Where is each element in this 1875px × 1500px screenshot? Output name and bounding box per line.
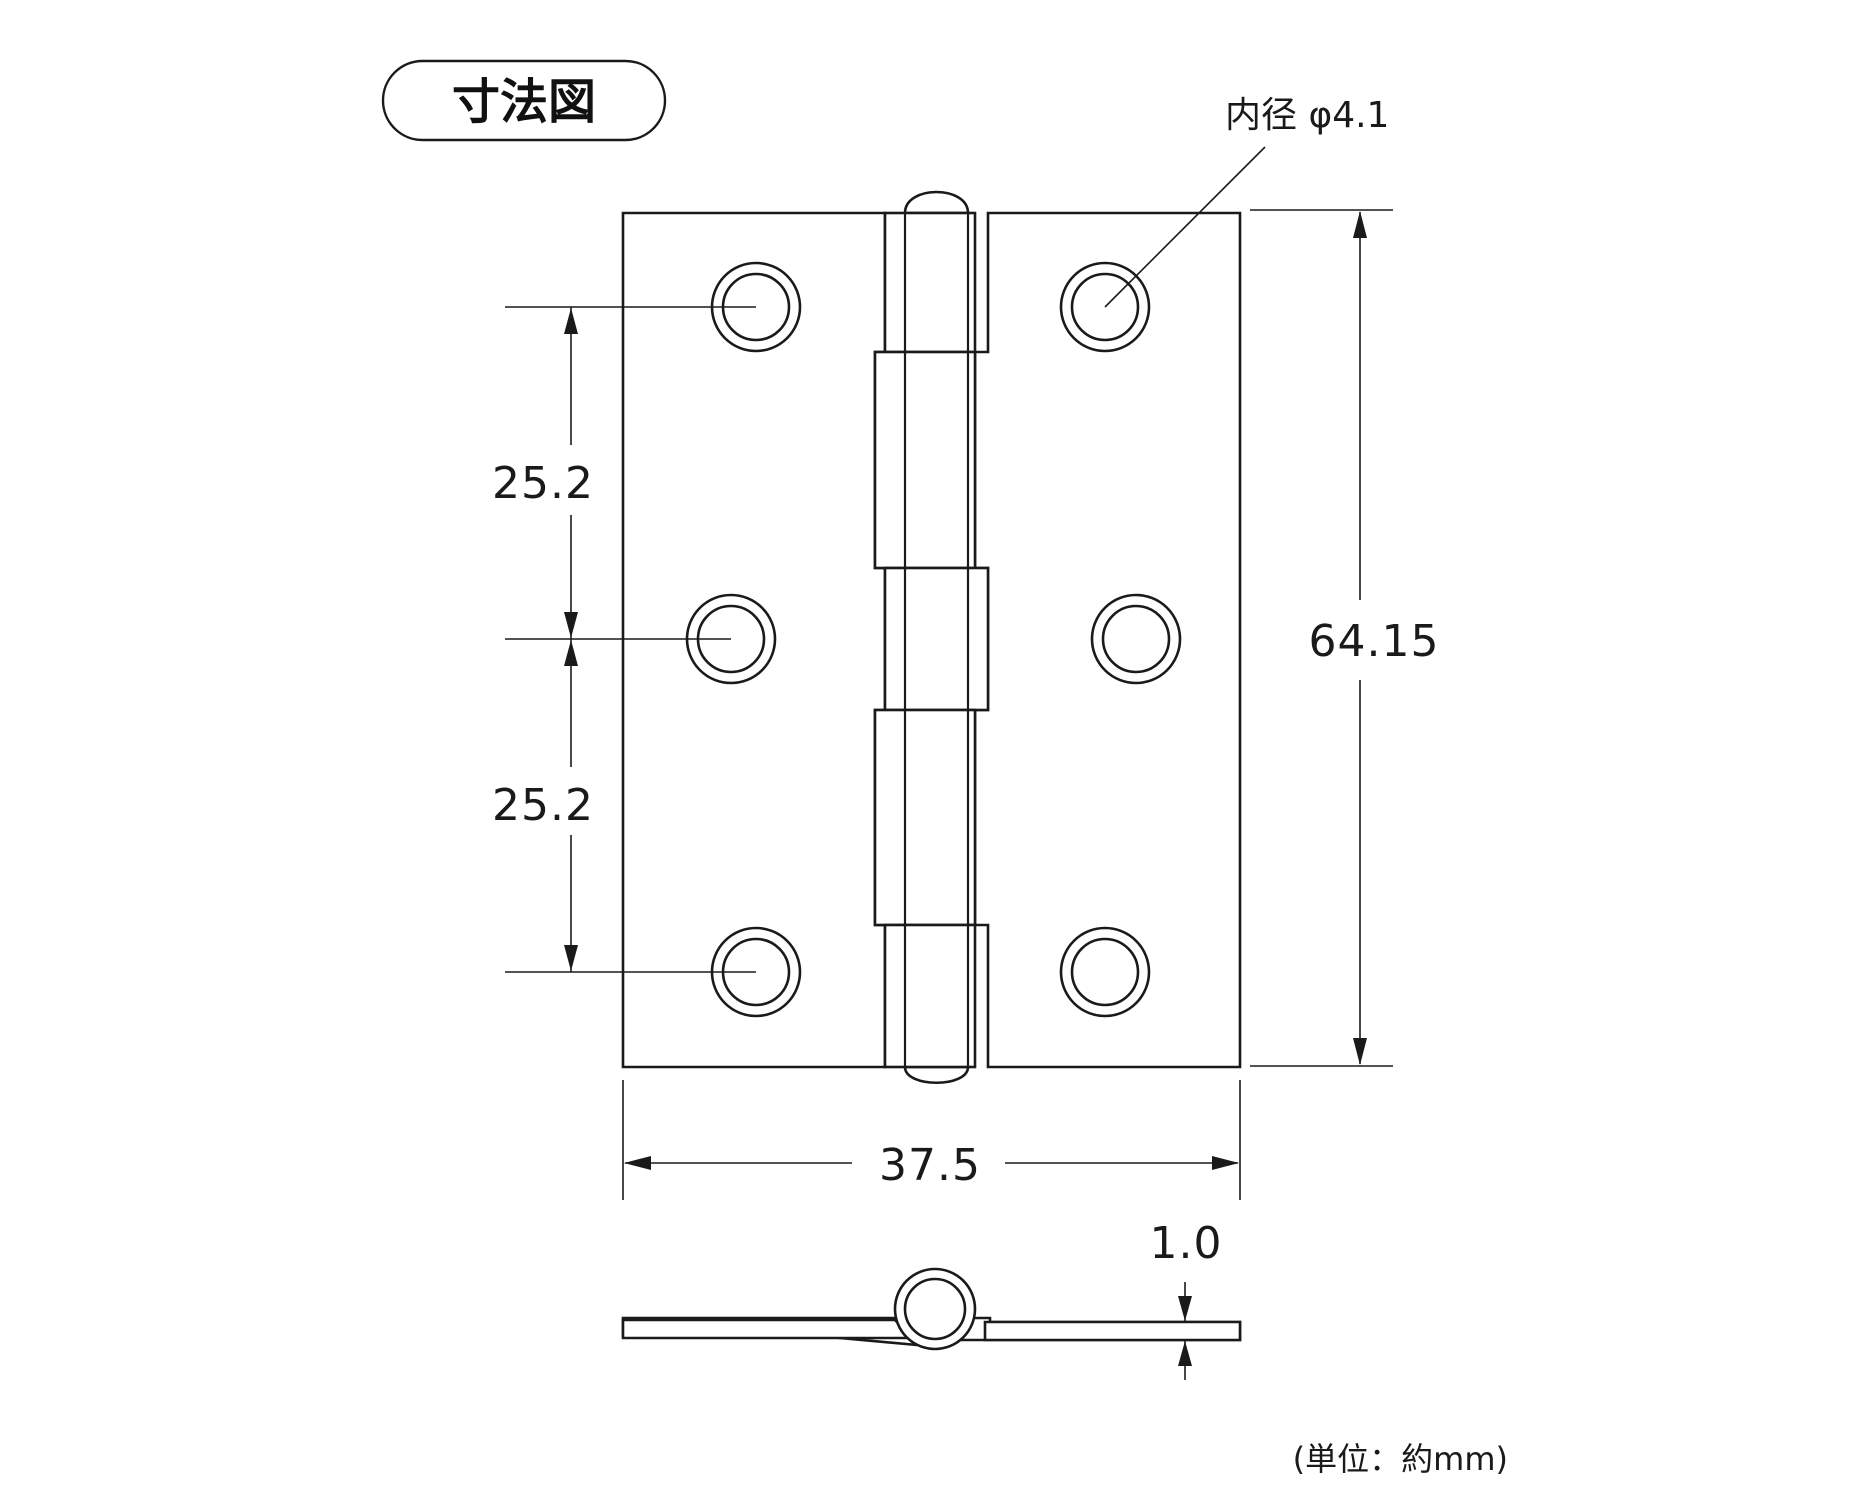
side-leaf-right [983, 1320, 1242, 1342]
height-dimension: 64.15 [1250, 209, 1440, 1067]
title-badge: 寸法図 [381, 59, 667, 142]
pin-cap-top [903, 190, 970, 215]
side-leaf-left [621, 1318, 916, 1340]
knuckle-bottom [883, 923, 977, 1069]
hole-pitch-dimension: 25.2 25.2 [492, 306, 756, 973]
screw-hole [1059, 926, 1151, 1018]
width-dimension: 37.5 [622, 1080, 1241, 1200]
inner-diameter-callout: 内径 φ4.1 [1104, 95, 1389, 308]
side-barrel-inner [903, 1277, 967, 1341]
hole-pitch-lower-label: 25.2 [492, 780, 594, 831]
title-label: 寸法図 [452, 74, 596, 130]
knuckle-mid [883, 566, 990, 712]
hinge-front-view [621, 190, 1242, 1084]
height-label: 64.15 [1309, 616, 1440, 667]
knuckle-mid-lower [873, 708, 977, 927]
knuckle-mid-upper [873, 350, 977, 570]
pin-cap-bottom [903, 1065, 970, 1084]
screw-hole [1090, 593, 1182, 685]
width-label: 37.5 [879, 1140, 981, 1191]
knuckle-top [883, 211, 977, 354]
inner-diameter-label: 内径 φ4.1 [1225, 95, 1389, 136]
title-badge-frame [381, 59, 667, 142]
hole-pitch-upper-label: 25.2 [492, 458, 594, 509]
thickness-dimension: 1.0 [1150, 1218, 1223, 1380]
hinge-side-view [621, 1267, 1242, 1351]
unit-note: (単位：約mm) [1293, 1440, 1508, 1478]
thickness-label: 1.0 [1150, 1218, 1223, 1269]
